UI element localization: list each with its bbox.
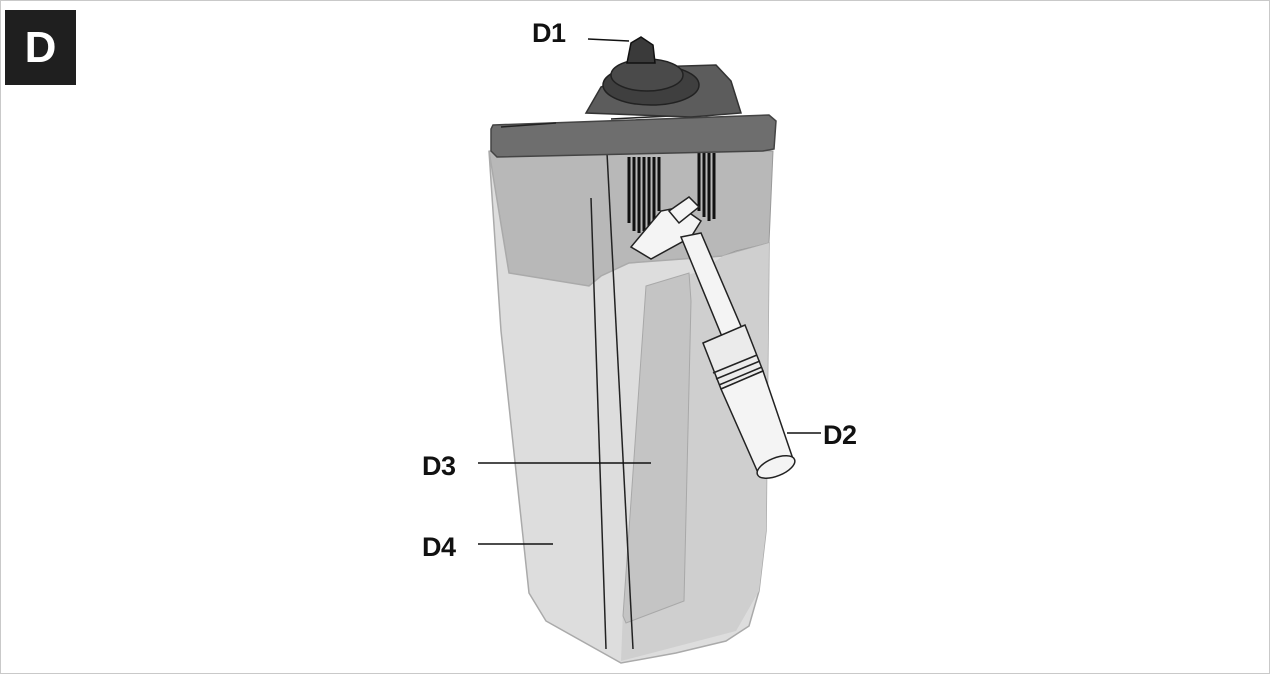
callout-d4: D4 <box>422 532 456 562</box>
body-line-left <box>590 197 607 650</box>
body-line-right <box>606 152 634 650</box>
comb-ridges <box>627 153 716 233</box>
frother-tube <box>629 196 796 479</box>
callout-d2: D2 <box>823 420 857 450</box>
lid-band <box>490 114 777 158</box>
inner-channel <box>622 272 692 624</box>
d1-leader <box>587 38 630 42</box>
callout-d3: D3 <box>422 451 456 481</box>
section-badge: D <box>5 10 76 85</box>
knob-top <box>610 58 684 92</box>
callout-d1: D1 <box>532 18 566 48</box>
knob-handle <box>626 36 656 64</box>
